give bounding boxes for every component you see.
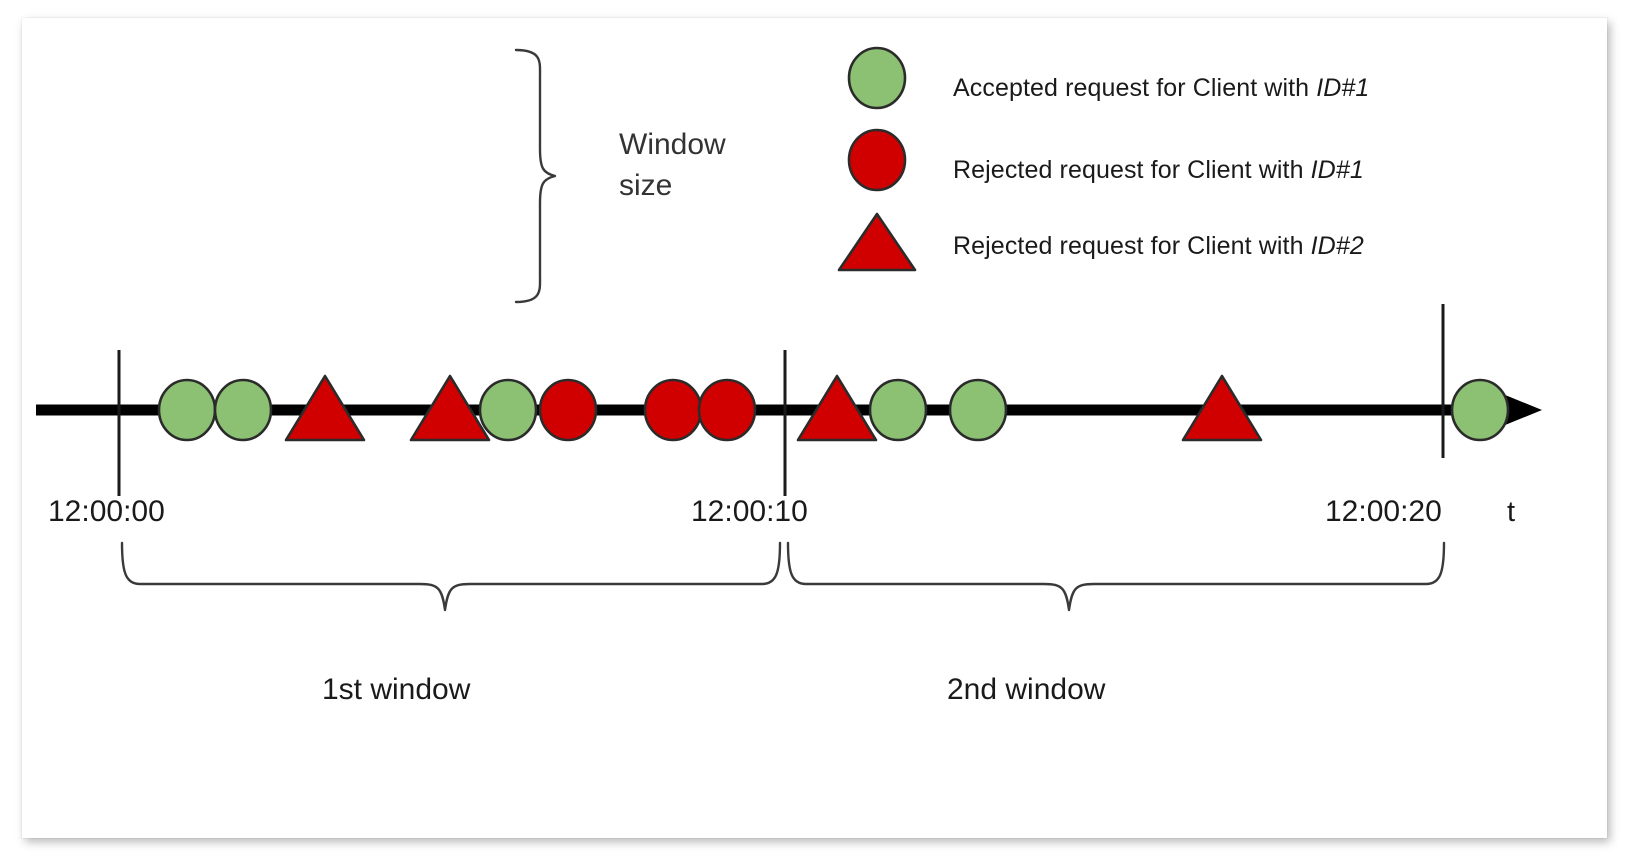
legend-marker-accepted-circle bbox=[847, 46, 907, 110]
event-marker bbox=[796, 374, 878, 442]
tick-label-12-00-10: 12:00:10 bbox=[691, 495, 808, 528]
event-marker bbox=[697, 378, 757, 442]
tick-label-12-00-20: 12:00:20 bbox=[1325, 495, 1442, 528]
axis-label-t: t bbox=[1507, 496, 1516, 528]
event-marker bbox=[284, 374, 366, 442]
window-size-brace bbox=[514, 48, 557, 304]
legend-marker-rejected-circle bbox=[847, 128, 907, 192]
legend-label-accepted-emphasis: ID#1 bbox=[1316, 74, 1370, 102]
legend-label-rejected-id2: Rejected request for Client with ID#2 bbox=[953, 232, 1364, 260]
legend-label-rejected-triangle-prefix: Rejected request for Client with bbox=[953, 232, 1311, 260]
window-size-label-line1: Window bbox=[619, 128, 726, 161]
event-marker bbox=[157, 378, 217, 442]
event-marker bbox=[868, 378, 928, 442]
event-marker bbox=[1181, 374, 1263, 442]
diagram-card: Accepted request for Client with ID#1 Re… bbox=[22, 18, 1607, 838]
legend-label-accepted-id1: Accepted request for Client with ID#1 bbox=[953, 74, 1369, 102]
window-label-1st: 1st window bbox=[322, 673, 471, 706]
window-brace-2 bbox=[786, 541, 1446, 612]
event-marker bbox=[409, 374, 491, 442]
timeline-diagram bbox=[36, 46, 1542, 612]
tick-label-12-00-00: 12:00:00 bbox=[48, 495, 165, 528]
legend-label-rejected-id1: Rejected request for Client with ID#1 bbox=[953, 156, 1364, 184]
legend-label-rejected-circle-emphasis: ID#1 bbox=[1310, 156, 1364, 184]
event-marker bbox=[1450, 378, 1510, 442]
legend-label-rejected-circle-prefix: Rejected request for Client with bbox=[953, 156, 1311, 184]
event-marker bbox=[478, 378, 538, 442]
window-brace-1 bbox=[120, 541, 782, 612]
event-marker bbox=[948, 378, 1008, 442]
window-label-2nd: 2nd window bbox=[947, 673, 1106, 706]
legend-label-accepted-prefix: Accepted request for Client with bbox=[953, 74, 1317, 102]
event-marker bbox=[213, 378, 273, 442]
legend-label-rejected-triangle-emphasis: ID#2 bbox=[1310, 232, 1364, 260]
legend-marker-rejected-triangle bbox=[837, 212, 917, 272]
window-size-label-line2: size bbox=[619, 169, 673, 202]
event-marker bbox=[538, 378, 598, 442]
event-marker bbox=[643, 378, 703, 442]
